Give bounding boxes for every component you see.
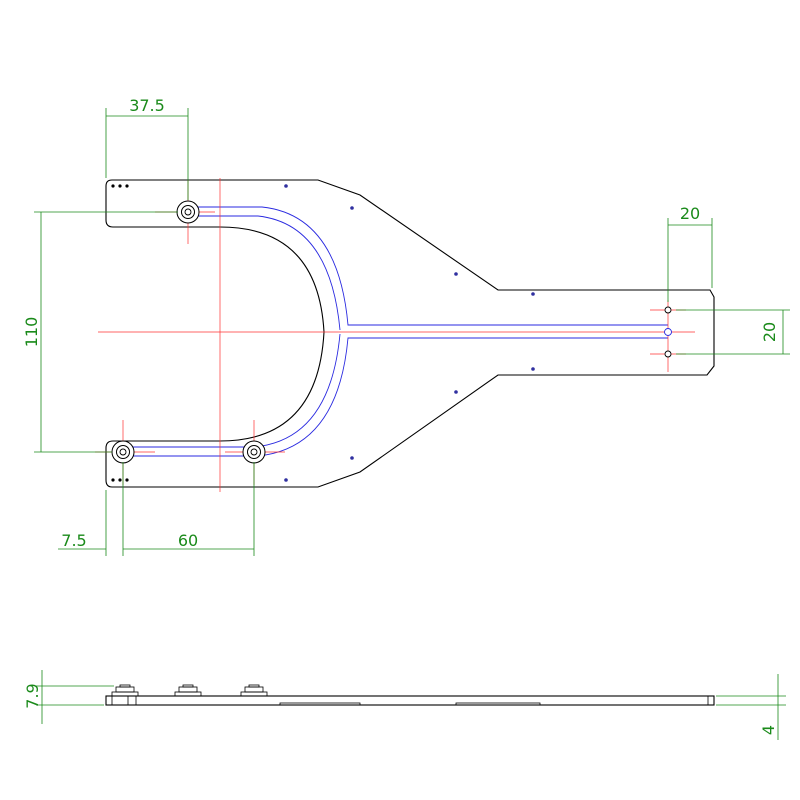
dimension-side-plate: 4	[716, 674, 786, 740]
bolt-top	[176, 200, 200, 224]
side-boss-1	[111, 684, 139, 697]
channel-inner	[193, 215, 341, 331]
bolt-bottom-left	[111, 440, 135, 464]
side-boss-3	[240, 684, 268, 697]
plate-outline	[105, 179, 715, 488]
dimension-label-left-height: 110	[22, 317, 41, 348]
right-end-holes	[664, 306, 672, 358]
dimension-label-side-total: 7.9	[23, 683, 42, 708]
side-view: 7.9 4	[23, 670, 786, 740]
dimension-label-right-width: 20	[680, 204, 700, 223]
top-view: 37.5 20 110 20	[22, 96, 790, 556]
dimension-side-total: 7.9	[23, 670, 114, 724]
channel-outer	[193, 206, 668, 326]
channel-lower-outer	[130, 337, 668, 457]
dimension-right-height: 20	[676, 309, 790, 355]
mounting-marks	[284, 184, 535, 482]
dimension-label-side-plate: 4	[759, 725, 778, 735]
dimension-top-offset: 37.5	[105, 96, 189, 200]
side-plate	[105, 695, 715, 706]
dimension-label-right-height: 20	[760, 322, 779, 342]
dimension-label-bottom-offset: 7.5	[61, 531, 86, 550]
channel-lower-inner	[130, 333, 341, 448]
dimension-label-top-offset: 37.5	[129, 96, 165, 115]
dimension-right-width: 20	[667, 204, 713, 302]
bolt-bottom-mid	[242, 440, 266, 464]
dimension-left-height: 110	[22, 211, 178, 453]
dimension-label-bottom-spacing: 60	[178, 531, 198, 550]
dimension-bottom: 7.5 60	[58, 462, 255, 556]
ear-dots	[111, 184, 129, 482]
side-boss-2	[174, 684, 202, 697]
